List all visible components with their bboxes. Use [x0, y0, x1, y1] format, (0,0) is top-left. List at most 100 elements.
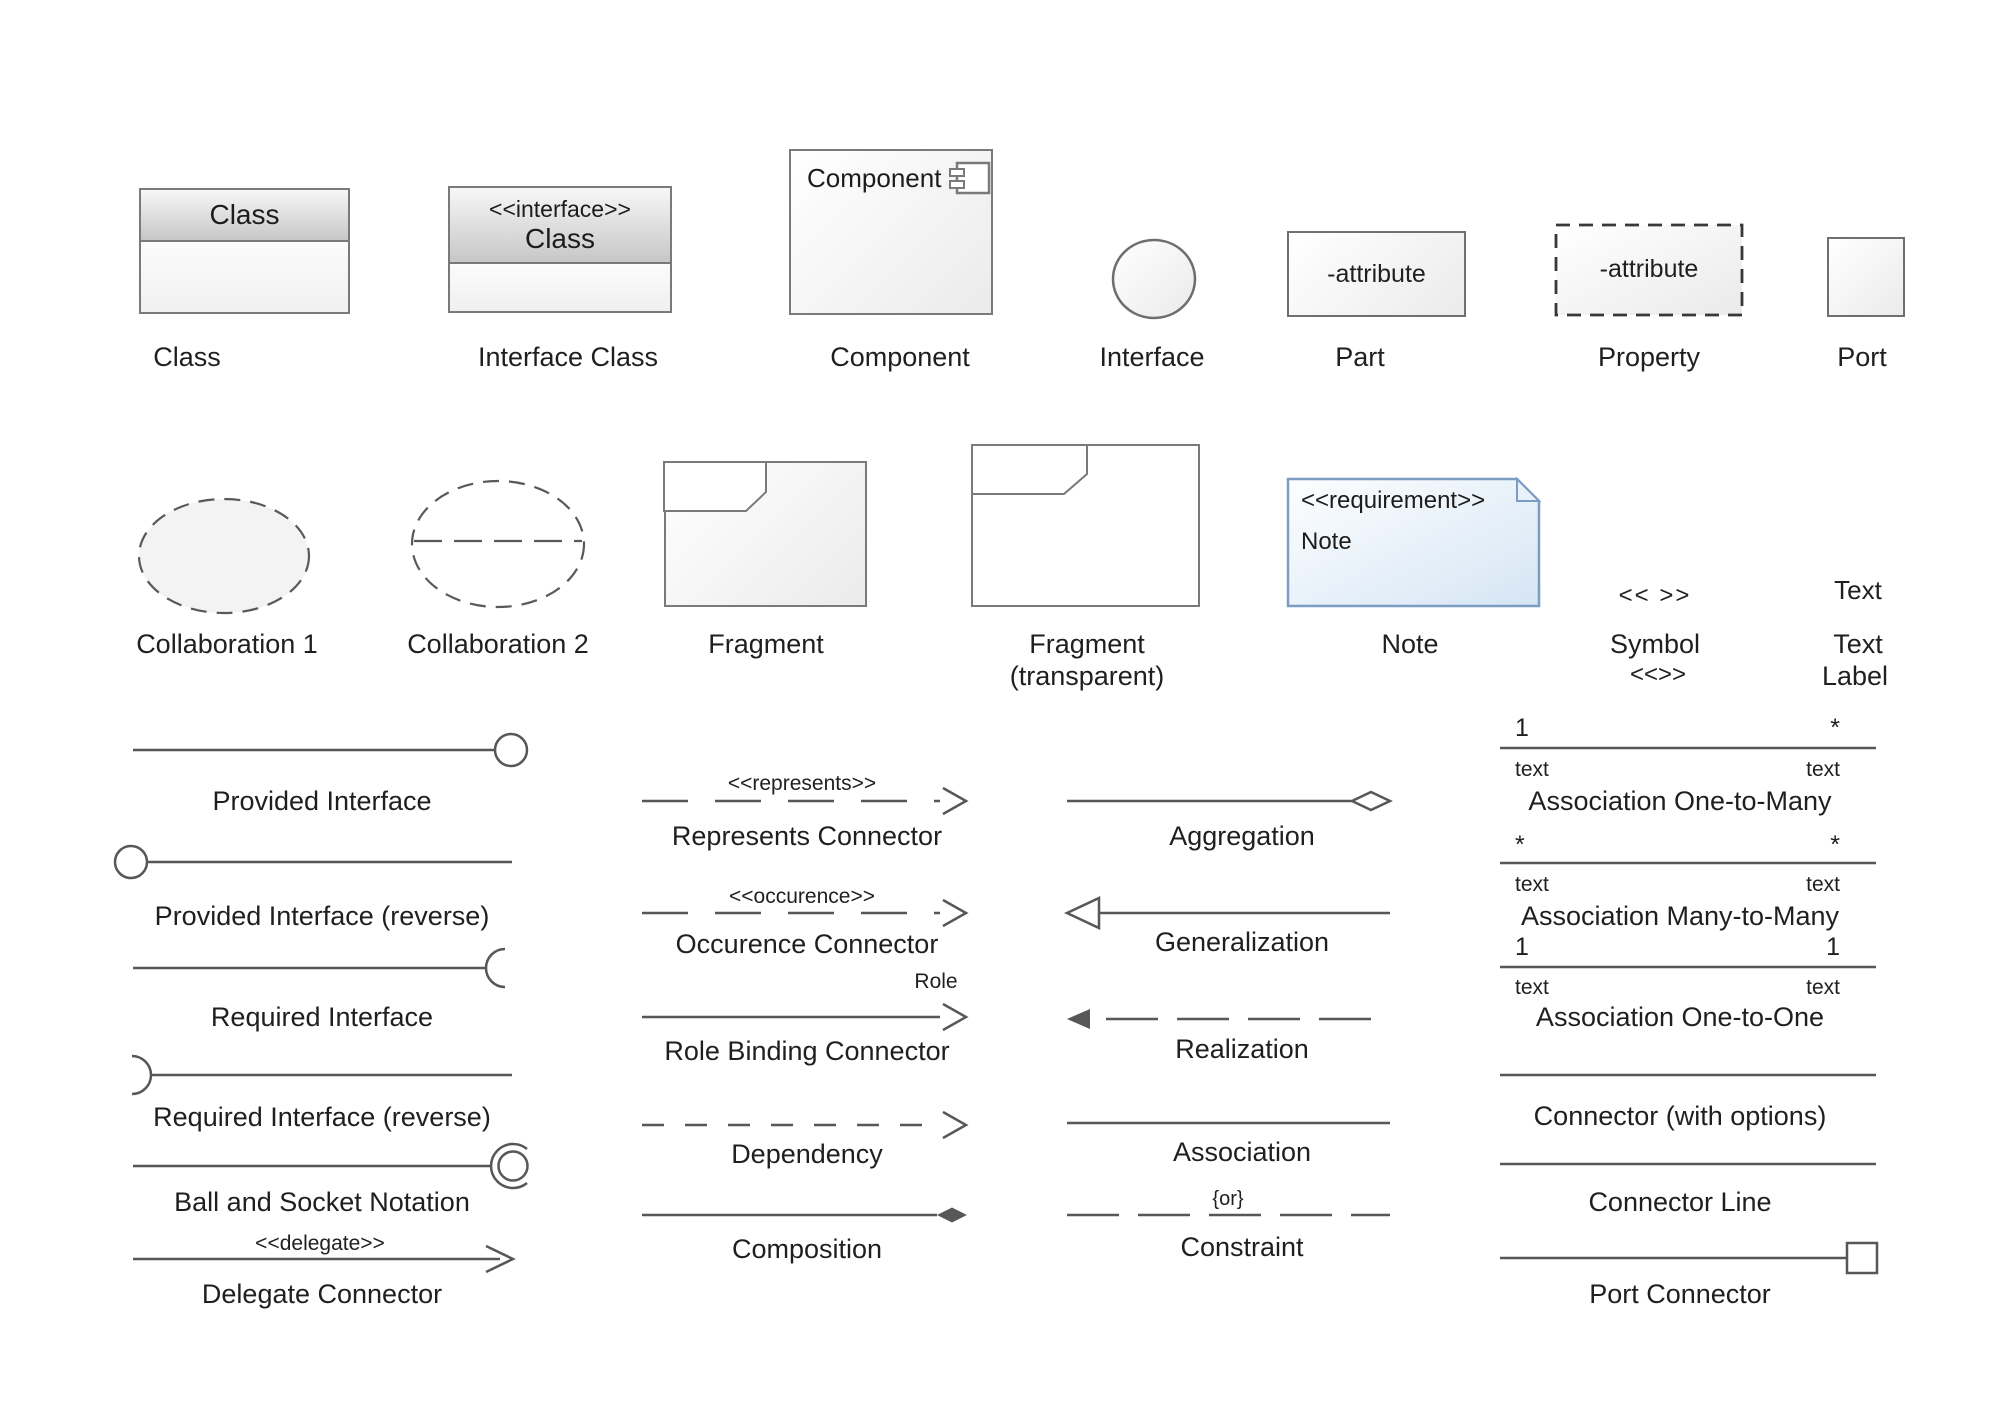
- property-attribute-text: -attribute: [1599, 255, 1699, 283]
- caption-collaboration1: Collaboration 1: [136, 629, 318, 659]
- one-to-many-left-multiplicity: 1: [1515, 714, 1529, 742]
- caption-property: Property: [1597, 342, 1701, 372]
- ball-and-socket-shape[interactable]: [133, 1142, 529, 1190]
- constraint-or-text: {or}: [1212, 1188, 1244, 1210]
- many-to-many-left-role: text: [1515, 873, 1549, 896]
- caption-realization: Realization: [1175, 1034, 1309, 1064]
- caption-component: Component: [830, 342, 970, 372]
- socket-arc: [489, 1142, 528, 1190]
- required-interface-socket: [484, 947, 506, 989]
- caption-interface: Interface: [1099, 342, 1205, 372]
- role-text: Role: [914, 970, 958, 993]
- caption-role-binding-connector: Role Binding Connector: [664, 1036, 950, 1066]
- required-interface-reverse-socket: [131, 1054, 153, 1096]
- generalization-shape[interactable]: [1064, 896, 1390, 930]
- component-icon: [949, 161, 991, 195]
- open-arrow-icon: [942, 1002, 969, 1032]
- caption-port-connector: Port Connector: [1589, 1279, 1771, 1309]
- one-to-many-right-role: text: [1806, 758, 1840, 781]
- symbol-shape[interactable]: << >>: [1618, 582, 1692, 609]
- caption-connector-with-options: Connector (with options): [1533, 1101, 1827, 1131]
- occurence-connector-shape[interactable]: [642, 898, 969, 928]
- note-shape[interactable]: [1286, 476, 1542, 608]
- fragment-operator-tab: [663, 461, 767, 512]
- one-to-many-left-role: text: [1515, 758, 1549, 781]
- many-to-many-right-role: text: [1806, 873, 1840, 896]
- caption-interface-class: Interface Class: [477, 342, 659, 372]
- filled-diamond-icon: [937, 1207, 967, 1223]
- provided-interface-ball: [493, 732, 529, 768]
- caption-generalization: Generalization: [1154, 927, 1330, 957]
- one-to-one-right-role: text: [1806, 976, 1840, 999]
- collaboration2-shape[interactable]: [410, 479, 586, 609]
- property-shape[interactable]: [1554, 223, 1744, 317]
- class-header: Class: [141, 190, 348, 242]
- port-connector-shape[interactable]: [1500, 1241, 1879, 1275]
- part-shape[interactable]: -attribute: [1287, 231, 1466, 317]
- note-stereotype-text: <<requirement>>: [1301, 487, 1486, 514]
- caption-note: Note: [1381, 629, 1439, 659]
- one-to-one-left-multiplicity: 1: [1515, 933, 1529, 961]
- provided-interface-shape[interactable]: [133, 732, 529, 768]
- delegate-connector-shape[interactable]: [133, 1244, 516, 1274]
- caption-fragment-transparent-line1: Fragment: [1029, 629, 1145, 659]
- note-body-text: Note: [1301, 528, 1352, 555]
- ball-circle: [497, 1150, 529, 1182]
- caption-association-one-to-many: Association One-to-Many: [1528, 786, 1832, 816]
- collaboration1-shape[interactable]: [137, 497, 311, 615]
- realization-shape[interactable]: [1067, 1009, 1390, 1029]
- caption-text-label-line2: Label: [1821, 661, 1889, 691]
- hollow-triangle-icon: [1064, 896, 1101, 930]
- port-shape[interactable]: [1827, 237, 1905, 317]
- one-to-one-right-multiplicity: 1: [1826, 933, 1840, 961]
- caption-association: Association: [1172, 1137, 1312, 1167]
- component-name-text: Component: [807, 163, 942, 193]
- open-arrow-icon: [942, 1110, 969, 1140]
- caption-aggregation: Aggregation: [1169, 821, 1315, 851]
- one-to-many-right-multiplicity: *: [1830, 714, 1840, 742]
- fragment-transparent-operator-tab: [971, 444, 1088, 495]
- caption-part: Part: [1335, 342, 1385, 372]
- caption-fragment: Fragment: [708, 629, 824, 659]
- many-to-many-right-multiplicity: *: [1830, 831, 1840, 859]
- caption-required-interface: Required Interface: [210, 1002, 434, 1032]
- required-interface-shape[interactable]: [133, 947, 506, 989]
- dependency-shape[interactable]: [642, 1110, 969, 1140]
- represents-stereotype-text: <<represents>>: [727, 772, 877, 795]
- one-to-one-left-role: text: [1515, 976, 1549, 999]
- interface-class-shape[interactable]: <<interface>> Class: [448, 186, 672, 313]
- occurence-stereotype-text: <<occurence>>: [729, 885, 875, 908]
- many-to-many-left-multiplicity: *: [1515, 831, 1525, 859]
- caption-provided-interface: Provided Interface: [212, 786, 432, 816]
- filled-triangle-icon: [1067, 1009, 1090, 1029]
- interface-shape[interactable]: [1111, 238, 1197, 320]
- caption-constraint: Constraint: [1180, 1232, 1304, 1262]
- required-interface-reverse-shape[interactable]: [131, 1054, 512, 1096]
- provided-interface-reverse-shape[interactable]: [113, 844, 512, 880]
- caption-fragment-transparent-line2: (transparent): [1009, 661, 1165, 691]
- role-binding-connector-shape[interactable]: [642, 1002, 969, 1032]
- open-arrow-icon: [485, 1244, 516, 1274]
- caption-dependency: Dependency: [731, 1139, 883, 1169]
- composition-shape[interactable]: [642, 1207, 967, 1223]
- note-fold-corner: [1516, 476, 1542, 502]
- represents-connector-shape[interactable]: [642, 786, 969, 816]
- text-label-shape[interactable]: Text: [1834, 575, 1882, 605]
- caption-provided-interface-reverse: Provided Interface (reverse): [154, 901, 490, 931]
- delegate-stereotype-text: <<delegate>>: [255, 1232, 385, 1255]
- interface-stereotype-text: <<interface>>: [489, 195, 631, 222]
- caption-association-one-to-one: Association One-to-One: [1535, 1002, 1825, 1032]
- class-body: [141, 242, 348, 312]
- caption-occurence-connector: Occurence Connector: [675, 929, 939, 959]
- hollow-diamond-icon: [1349, 790, 1393, 812]
- caption-ball-and-socket: Ball and Socket Notation: [174, 1187, 470, 1217]
- class-shape[interactable]: Class: [139, 188, 350, 314]
- aggregation-shape[interactable]: [1067, 790, 1393, 812]
- open-arrow-icon: [942, 786, 969, 816]
- open-arrow-icon: [942, 898, 969, 928]
- caption-collaboration2: Collaboration 2: [407, 629, 589, 659]
- caption-symbol-line1: Symbol: [1609, 629, 1701, 659]
- caption-represents-connector: Represents Connector: [671, 821, 943, 851]
